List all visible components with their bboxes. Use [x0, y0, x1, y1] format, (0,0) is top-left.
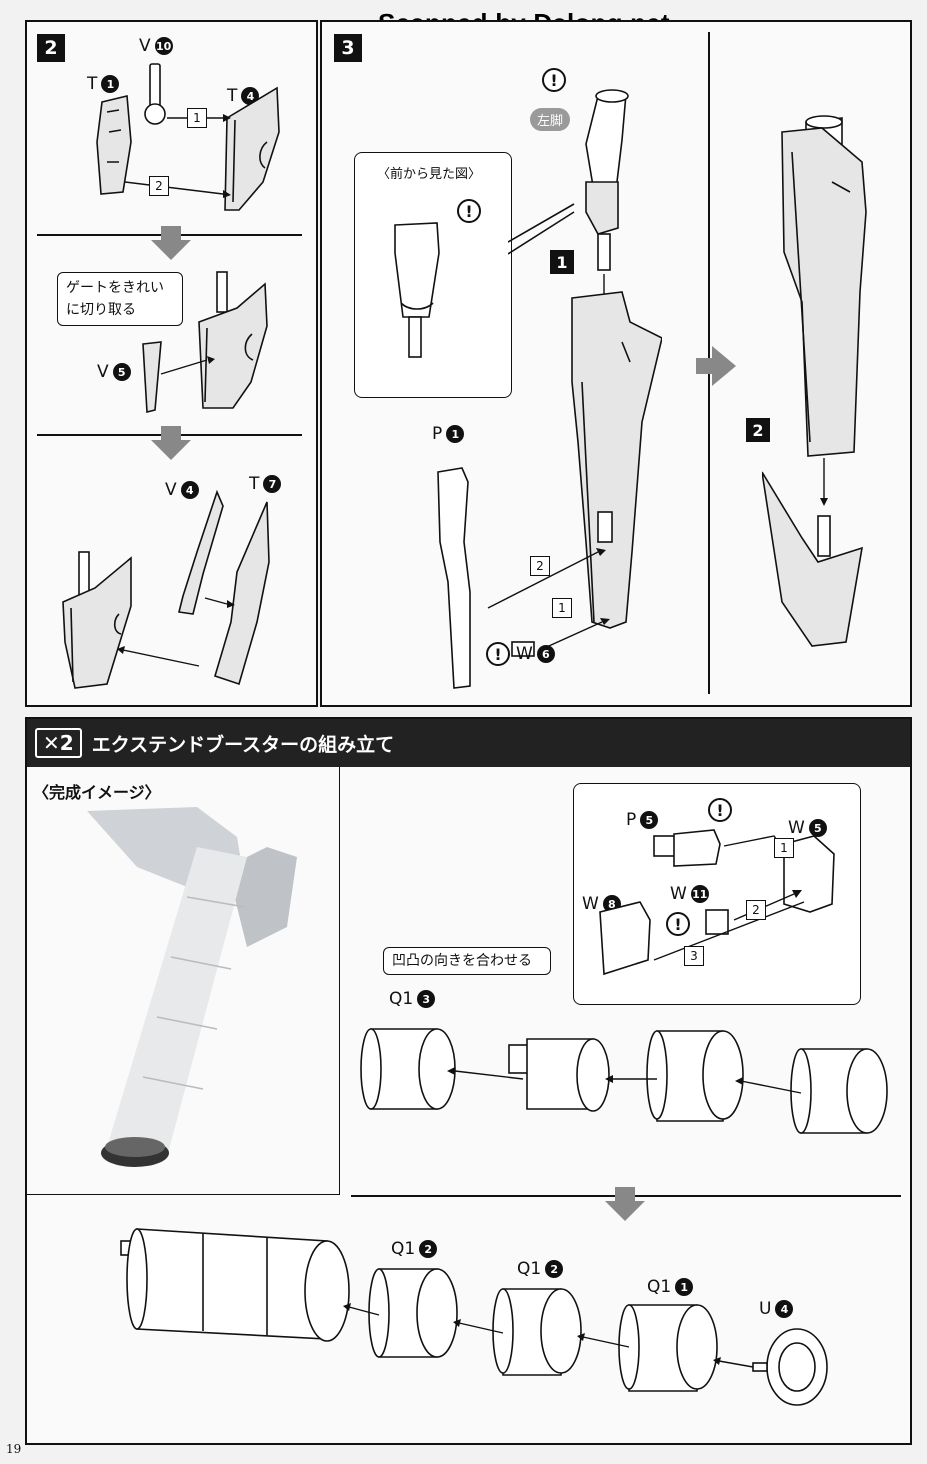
- seq2-badge: 2: [149, 176, 169, 196]
- cap-detail-parts: [599, 829, 835, 976]
- sub-step-1: 1: [550, 250, 574, 274]
- step3-result-leg: [762, 115, 867, 647]
- step3-panel: 3 ! 左脚 〈前から見た図〉 ! 1: [320, 20, 912, 707]
- warning-icon: !: [708, 798, 732, 822]
- warning-icon: !: [542, 68, 566, 92]
- left-leg-badge: 左脚: [530, 108, 571, 131]
- warning-icon: !: [457, 199, 481, 223]
- sub-step-2: 2: [746, 418, 770, 442]
- booster-header: ✕2 エクステンドブースターの組み立て: [27, 719, 910, 767]
- down-arrow-icon: [151, 426, 191, 460]
- step2-number: 2: [37, 34, 65, 62]
- seq1-badge: 1: [187, 108, 207, 128]
- seq3-badge: 3: [684, 946, 704, 966]
- seq1-badge: 1: [774, 838, 794, 858]
- inset-pointer: [508, 203, 575, 255]
- booster-lower-row: [120, 1228, 828, 1406]
- align-bumps-callout: 凹凸の向きを合わせる: [383, 947, 551, 975]
- booster-preview-image: [87, 807, 297, 1167]
- multiplier-badge: ✕2: [35, 728, 82, 758]
- warning-icon: !: [486, 642, 510, 666]
- right-arrow-icon: [696, 346, 736, 386]
- seq2-badge: 2: [530, 556, 550, 576]
- booster-upper-row: [360, 1028, 888, 1134]
- gate-cut-callout: ゲートをきれい に切り取る: [57, 272, 183, 326]
- warning-icon: !: [666, 912, 690, 936]
- booster-title: エクステンドブースターの組み立て: [91, 733, 395, 756]
- front-view-part: [394, 222, 440, 358]
- preview-label: 〈完成イメージ〉: [33, 783, 161, 802]
- step3-number: 3: [334, 34, 362, 62]
- front-view-label: 〈前から見た図〉: [377, 167, 482, 182]
- step2-top-diagram: [96, 63, 280, 211]
- seq1-badge: 1: [552, 598, 572, 618]
- step2-bottom-diagram: [62, 489, 270, 689]
- down-arrow-icon: [605, 1187, 645, 1221]
- step3-leg-assembly: [437, 89, 662, 689]
- seq2-badge: 2: [746, 900, 766, 920]
- step2-middle-diagram: [142, 271, 268, 414]
- preview-box: 〈完成イメージ〉: [27, 767, 340, 1195]
- front-view-inset: 〈前から見た図〉 !: [354, 152, 512, 398]
- down-arrow-icon: [151, 226, 191, 260]
- page-number: 19: [6, 1442, 22, 1456]
